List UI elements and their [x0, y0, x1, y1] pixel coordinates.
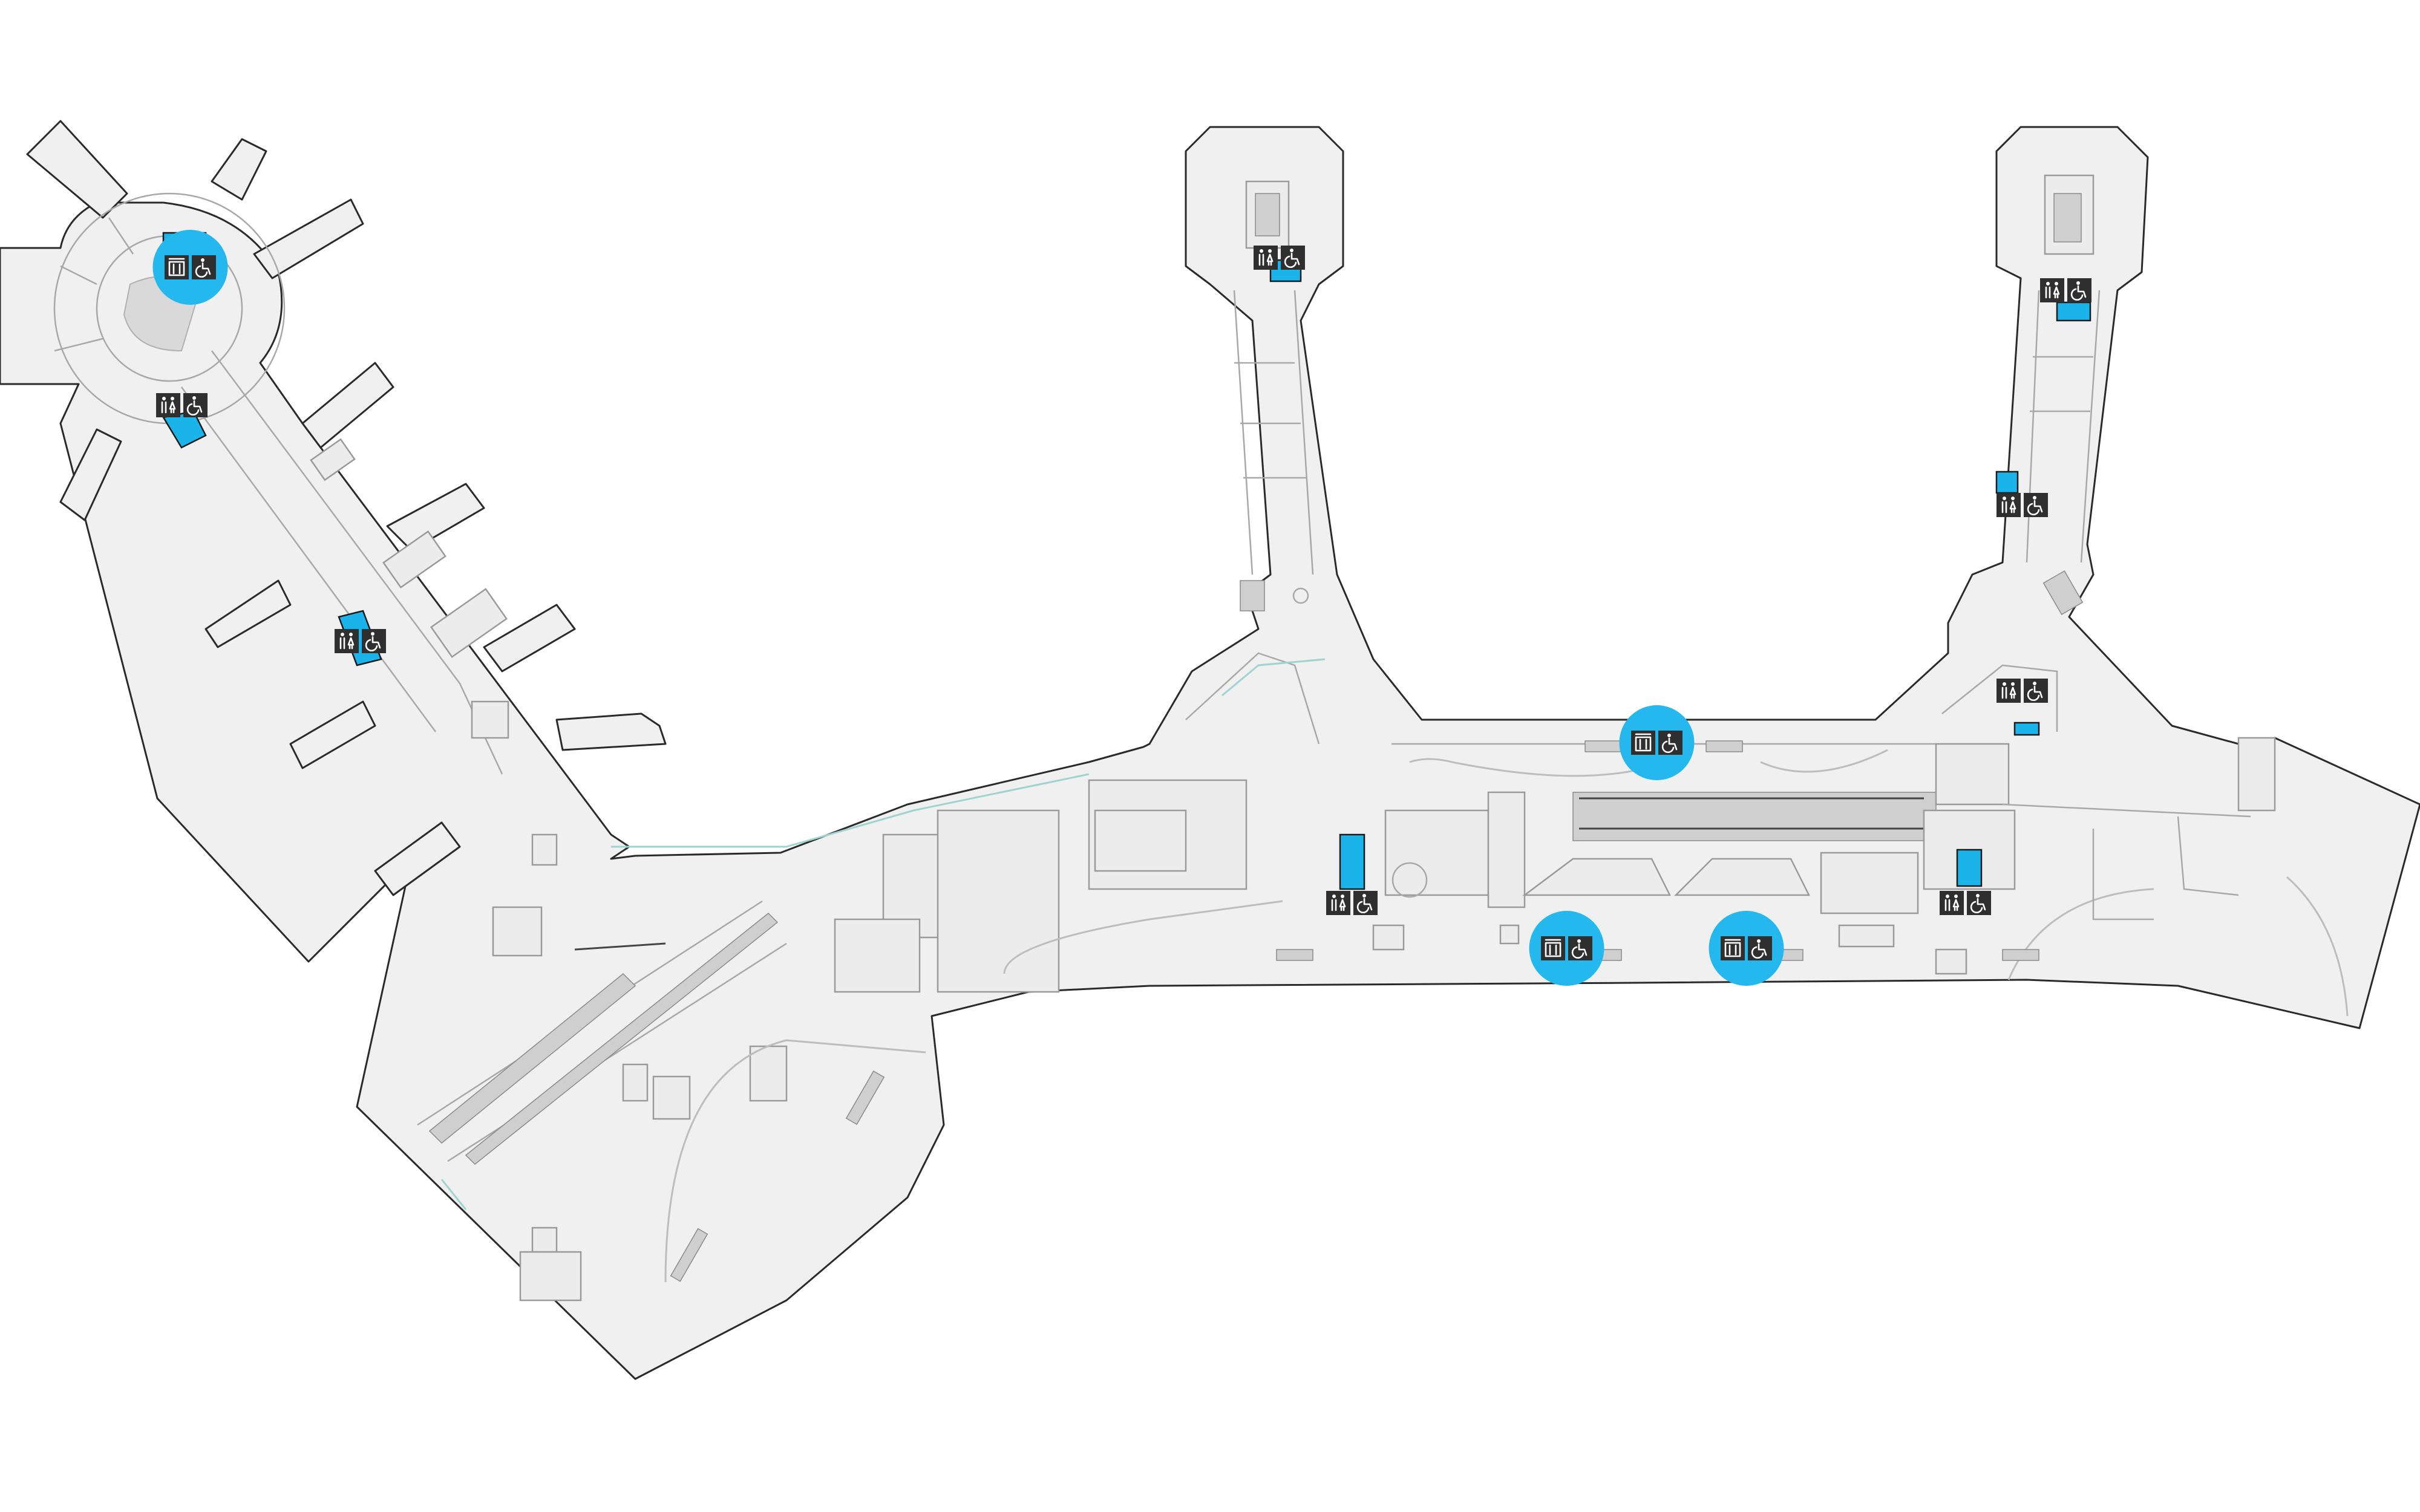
gate-finger-w1: [59, 428, 122, 521]
restroom-north-pier-east-top[interactable]: [2040, 278, 2091, 302]
restroom-central-south-left[interactable]: [1529, 911, 1604, 986]
restroom-room-central-east: [1956, 849, 1983, 887]
wheelchair-icon[interactable]: [2024, 493, 2048, 517]
north-pier-east: [1941, 174, 2101, 732]
central-round-kiosk: [1392, 862, 1428, 898]
gate-finger-n1: [253, 198, 364, 279]
wheelchair-icon[interactable]: [1658, 731, 1683, 755]
family-restroom-icon[interactable]: [1721, 936, 1745, 960]
restroom-icon[interactable]: [335, 629, 359, 653]
highlight-halo: [152, 230, 228, 305]
wheelchair-icon[interactable]: [1353, 891, 1378, 915]
restroom-icon[interactable]: [1326, 891, 1350, 915]
restroom-room-central-west: [1339, 833, 1365, 890]
restroom-icon[interactable]: [1996, 493, 2021, 517]
restroom-north-pier-east-mid[interactable]: [1996, 493, 2048, 517]
amenity-markers: [152, 230, 2091, 986]
security-lanes: [1572, 792, 1937, 841]
gate-finger-nw2: [211, 138, 267, 201]
gate-finger-nw1: [26, 120, 128, 219]
family-restroom-icon[interactable]: [165, 255, 189, 279]
wheelchair-icon[interactable]: [362, 629, 386, 653]
gate-finger-e1: [301, 362, 394, 449]
checkin-row-1: [428, 973, 636, 1144]
restroom-icon[interactable]: [1254, 246, 1278, 270]
restroom-room-east-junction: [2013, 722, 2040, 736]
wheelchair-icon[interactable]: [1748, 936, 1772, 960]
gate-finger-w2: [204, 579, 292, 648]
wheelchair-icon[interactable]: [2024, 679, 2048, 703]
restroom-west-rotunda[interactable]: [152, 230, 228, 305]
gate-finger-e2: [386, 483, 485, 552]
restroom-icon[interactable]: [2040, 278, 2064, 302]
restroom-north-pier-center[interactable]: [1254, 246, 1305, 270]
family-restroom-icon[interactable]: [1631, 731, 1655, 755]
connector-corridor: [611, 773, 1248, 993]
restroom-room-north-east-top: [2056, 301, 2091, 322]
restroom-east-junction[interactable]: [1996, 679, 2048, 703]
wheelchair-icon[interactable]: [183, 393, 208, 417]
family-restroom-icon[interactable]: [1541, 936, 1565, 960]
checkin-row-2: [465, 912, 779, 1165]
wheelchair-icon[interactable]: [1568, 936, 1592, 960]
gate-finger-e3: [483, 604, 576, 673]
gate-finger-e4: [555, 712, 667, 751]
building-outline: [0, 120, 2420, 1380]
central-terminal: [1003, 737, 2349, 1017]
wheelchair-icon[interactable]: [1281, 246, 1305, 270]
gate-finger-w3: [289, 700, 376, 769]
west-rotunda-wall: [0, 126, 2420, 1380]
wheelchair-icon[interactable]: [192, 255, 216, 279]
wheelchair-icon[interactable]: [2067, 278, 2091, 302]
highlight-halo: [1619, 705, 1695, 780]
restroom-room-north-east-mid: [1995, 471, 2019, 494]
restroom-icon[interactable]: [156, 393, 180, 417]
restroom-icon[interactable]: [1996, 679, 2021, 703]
restroom-central-north[interactable]: [1619, 705, 1695, 780]
wheelchair-icon[interactable]: [1967, 891, 1991, 915]
restroom-icon[interactable]: [1940, 891, 1964, 915]
north-pier-center: [1185, 180, 1326, 745]
highlight-halo: [1709, 911, 1784, 986]
restroom-central-south-right[interactable]: [1709, 911, 1784, 986]
southwest-hall: [417, 900, 926, 1302]
restroom-west-rotunda-south[interactable]: [156, 393, 208, 417]
restroom-central-east[interactable]: [1940, 891, 1991, 915]
west-pier-rooms: [180, 350, 558, 957]
gate-finger-w4: [374, 821, 461, 896]
restroom-central-west[interactable]: [1326, 891, 1378, 915]
restroom-west-pier[interactable]: [335, 629, 386, 653]
highlight-halo: [1529, 911, 1604, 986]
